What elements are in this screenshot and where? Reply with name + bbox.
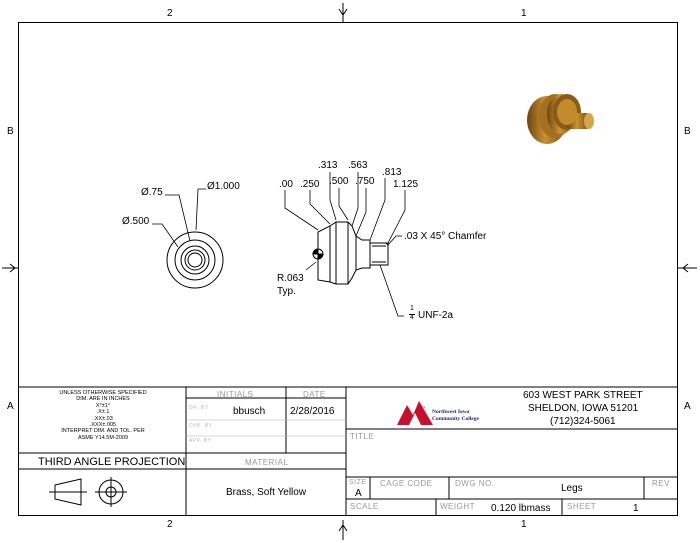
scale-label: SCALE	[350, 502, 379, 511]
dwg-no-value: Legs	[561, 483, 583, 494]
projection-label: THIRD ANGLE PROJECTION	[38, 456, 186, 468]
tolerance-notes: UNLESS OTHERWISE SPECIFIED DIM. ARE IN I…	[59, 390, 147, 441]
thread-fraction-bar	[409, 314, 415, 315]
size-label: SIZE	[349, 479, 367, 486]
dim-dia-1000: Ø1.000	[207, 181, 240, 192]
initials-header: INITIALS	[217, 390, 254, 399]
zone-bottom-1: 1	[521, 519, 527, 530]
part-isometric-view	[527, 94, 594, 144]
address-line-1: 603 WEST PARK STREET	[523, 390, 643, 401]
chamfer-note: .03 X 45° Chamfer	[404, 231, 487, 242]
address-line-2: SHELDON, IOWA 51201	[528, 403, 639, 414]
dwg-no-label: DWG NO.	[455, 479, 495, 488]
zone-left-a: A	[7, 401, 14, 412]
title-label: TITLE	[350, 432, 375, 441]
weight-label: WEIGHT	[440, 502, 475, 511]
dim-313: .313	[318, 160, 338, 171]
front-view	[166, 231, 224, 289]
drawn-date: 2/28/2016	[290, 406, 335, 417]
dim-813: .813	[382, 167, 402, 178]
dim-dia-075: Ø.75	[141, 187, 163, 198]
material-value: Brass, Soft Yellow	[226, 487, 307, 498]
logo-name-2: Community College	[432, 416, 479, 422]
college-logo-icon: C	[397, 401, 433, 425]
dim-000: .00	[279, 179, 293, 190]
dim-563: .563	[348, 160, 368, 171]
dim-1125: 1.125	[393, 179, 419, 190]
dim-250: .250	[300, 179, 320, 190]
dim-750: .750	[355, 176, 375, 187]
rev-label: REV	[652, 479, 670, 488]
thread-spec: UNF-2a	[418, 310, 454, 321]
zone-top-1: 1	[521, 8, 527, 19]
chk-by-label: CHK. BY	[189, 423, 213, 429]
thread-fraction-num: 1	[410, 305, 414, 312]
material-header: MATERIAL	[245, 458, 289, 467]
weight-value: 0.120 lbmass	[491, 503, 551, 514]
zone-bottom-2: 2	[167, 519, 173, 530]
phone: (712)324-5061	[550, 416, 616, 427]
svg-text:C: C	[419, 405, 426, 415]
drawn-by: bbusch	[233, 406, 266, 417]
dim-dia-0500: Ø.500	[122, 216, 150, 227]
drawing-frame	[18, 22, 678, 516]
zone-top-2: 2	[167, 8, 173, 19]
zone-left-b: B	[7, 126, 14, 137]
thread-fraction-den: 4	[410, 314, 414, 321]
dim-500: .500	[329, 176, 349, 187]
logo-name-1: Northwest Iowa	[432, 409, 470, 415]
cage-code-label: CAGE CODE	[380, 479, 433, 488]
size-value: A	[355, 488, 362, 499]
zone-right-a: A	[684, 401, 691, 412]
radius-typ: Typ.	[277, 286, 296, 297]
zone-right-b: B	[684, 126, 691, 137]
sheet-value: 1	[633, 503, 639, 514]
dr-by-label: DR. BY	[189, 405, 209, 411]
date-header: DATE	[303, 390, 326, 399]
projection-symbol	[49, 477, 127, 507]
sheet-label: SHEET	[567, 502, 597, 511]
radius-note: R.063	[277, 273, 304, 284]
app-by-label: APP. BY	[189, 438, 212, 444]
